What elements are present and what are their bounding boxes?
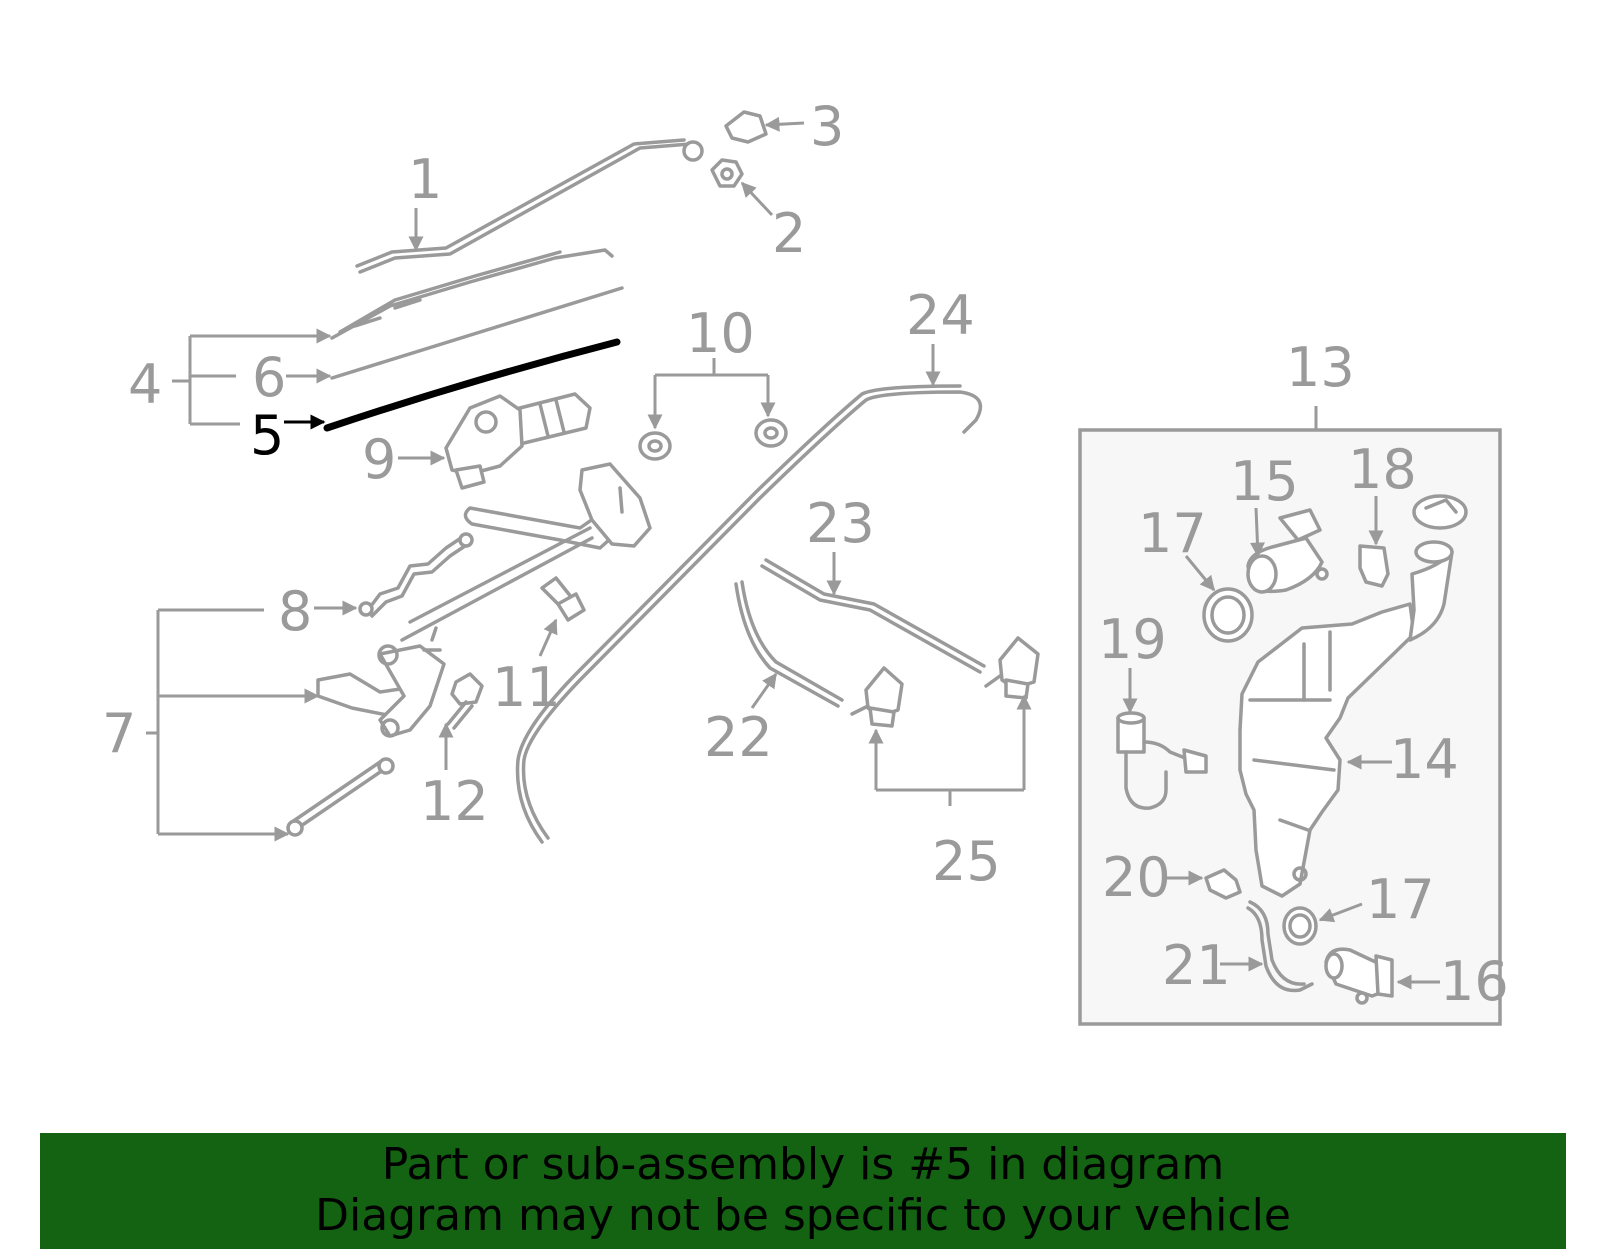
grommets-part-10: [638, 418, 788, 461]
washer-reservoir-part-14: [1238, 540, 1454, 898]
level-sensor-part-19: [1116, 711, 1208, 810]
wiper-blade-part-4: [330, 248, 614, 340]
nut-part-2: [710, 158, 744, 188]
blade-strip-part-6: [330, 286, 624, 380]
callout-25: 25: [932, 830, 1001, 893]
info-banner: Part or sub-assembly is #5 in diagram Di…: [40, 1133, 1566, 1249]
washer-nozzles-part-25: [850, 636, 1040, 728]
callout-22: 22: [704, 706, 773, 769]
callout-2: 2: [772, 202, 806, 265]
callout-13: 13: [1286, 336, 1355, 399]
hose-part-21-edge: [1248, 900, 1306, 986]
callout-1: 1: [408, 148, 442, 211]
callout-16: 16: [1440, 950, 1509, 1013]
callout-4: 4: [128, 353, 162, 416]
washer-hose-part-24: [521, 390, 983, 840]
callout-10: 10: [686, 302, 755, 365]
leader-lines: [146, 116, 1440, 990]
arm-cap-part-3: [724, 110, 768, 144]
washer-hose-part-24-inner: [515, 384, 962, 844]
callout-17-lower: 17: [1366, 868, 1435, 931]
banner-line-part-number: Part or sub-assembly is #5 in diagram: [381, 1139, 1225, 1190]
callout-5-highlighted: 5: [250, 404, 284, 467]
callout-21: 21: [1162, 934, 1231, 997]
bolt-part-11: [540, 576, 586, 622]
hose-part-23: [760, 564, 982, 674]
washer-pump-part-15: [1246, 508, 1329, 594]
connector-part-20: [1204, 868, 1242, 900]
hose-part-23-edge: [764, 558, 986, 668]
washer-pump-part-16: [1324, 947, 1394, 1005]
callout-18: 18: [1348, 438, 1417, 501]
callout-6: 6: [252, 346, 286, 409]
hose-part-21: [1246, 906, 1314, 993]
wiper-motor-part-9: [444, 392, 592, 490]
callout-11: 11: [492, 656, 561, 719]
callout-labels: 1 2 3 4 5 6 7 8 9 10 11 12 13 14 15 16 1…: [102, 95, 1509, 1013]
wiper-arm-part-1: [355, 138, 704, 274]
callout-8: 8: [278, 580, 312, 643]
pump-grommet-part-17-upper: [1202, 587, 1254, 643]
wiper-linkage-part-7: [286, 462, 652, 837]
callout-24: 24: [906, 284, 975, 347]
filler-cap-part-18: [1412, 494, 1468, 530]
banner-line-disclaimer: Diagram may not be specific to your vehi…: [315, 1190, 1291, 1241]
callout-17-upper: 17: [1138, 502, 1207, 565]
callout-7: 7: [102, 702, 136, 765]
callout-20: 20: [1102, 846, 1171, 909]
callout-23: 23: [806, 492, 875, 555]
callout-14: 14: [1390, 728, 1459, 791]
callout-9: 9: [362, 428, 396, 491]
callout-15: 15: [1230, 450, 1299, 513]
wiper-insert-part-5: [323, 338, 621, 432]
callout-19: 19: [1098, 608, 1167, 671]
callout-12: 12: [420, 770, 489, 833]
hose-part-22-edge: [740, 580, 844, 702]
hose-part-22: [734, 582, 840, 708]
link-rod-part-8: [358, 532, 474, 618]
pump-grommet-part-17-lower: [1282, 906, 1318, 946]
clip-part-18: [1358, 544, 1390, 588]
bolt-part-12: [446, 672, 484, 730]
callout-3: 3: [810, 95, 844, 158]
